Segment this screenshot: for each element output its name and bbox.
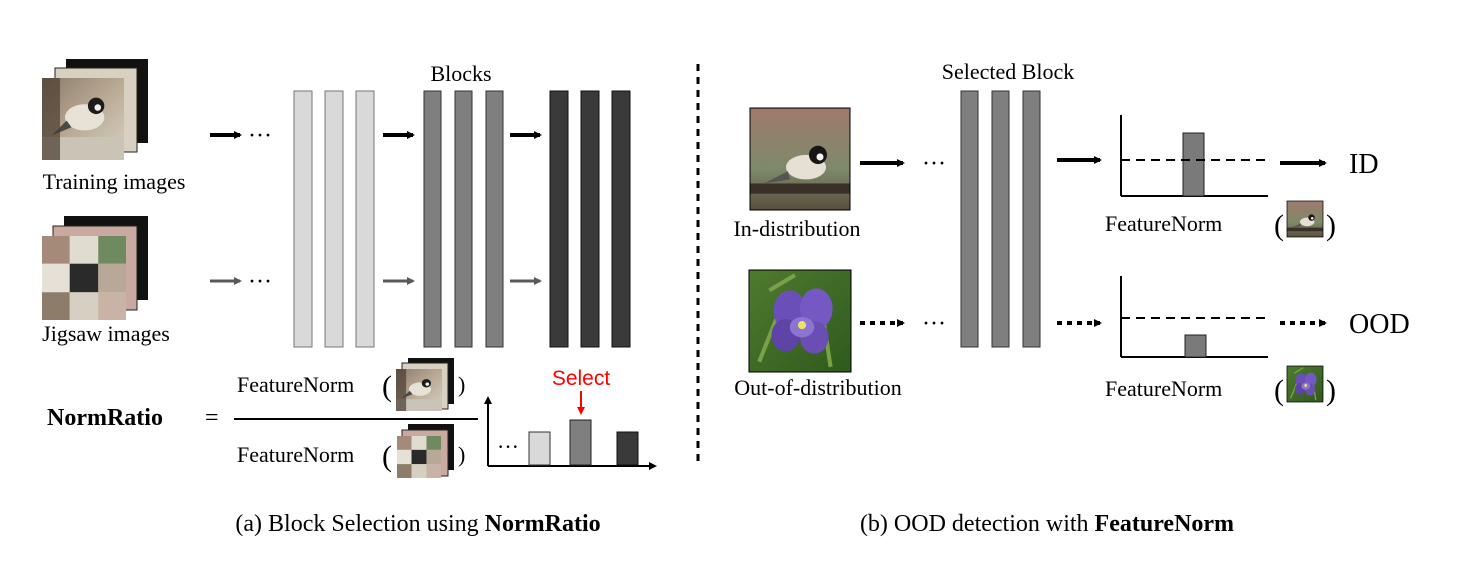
id-open-paren: (	[1274, 209, 1284, 242]
block-mid-3	[485, 90, 504, 348]
selected-block-1	[960, 90, 979, 348]
normratio-label: NormRatio	[47, 405, 163, 431]
chart-ellipsis: ···	[497, 434, 519, 459]
bar-dark-block	[616, 431, 639, 466]
in-distribution-label: In-distribution	[733, 216, 860, 241]
ood-ellipsis: ···	[922, 311, 946, 337]
ood-open-paren: (	[1274, 374, 1284, 407]
selected-block-label: Selected Block	[942, 59, 1075, 84]
block-light-3	[355, 90, 375, 348]
numerator-featurenorm: FeatureNorm	[237, 372, 354, 397]
ood-featurenorm-chart	[1120, 276, 1268, 358]
selected-block-group	[960, 90, 1041, 348]
dark-block-group	[549, 90, 631, 348]
select-label: Select	[552, 367, 611, 390]
denominator-featurenorm: FeatureNorm	[237, 442, 354, 467]
ood-output-label: OOD	[1349, 309, 1410, 340]
selected-block-3	[1022, 90, 1041, 348]
light-block-group	[293, 90, 375, 348]
in-distribution-image	[749, 107, 851, 211]
caption-a: (a) Block Selection using NormRatio	[235, 511, 600, 537]
jigsaw-ellipsis: ···	[248, 269, 272, 295]
jigsaw-image	[42, 236, 126, 320]
caption-b-bold: FeatureNorm	[1095, 511, 1235, 537]
caption-b: (b) OOD detection with FeatureNorm	[860, 511, 1234, 537]
caption-a-bold: NormRatio	[485, 511, 601, 537]
block-dark-1	[549, 90, 569, 348]
out-of-distribution-label: Out-of-distribution	[734, 375, 901, 400]
ood-featurenorm-thumbnail	[1286, 365, 1324, 403]
bar-mid-block	[569, 419, 592, 466]
block-light-1	[293, 90, 313, 348]
jigsaw-images-label: Jigsaw images	[42, 321, 170, 346]
out-of-distribution-image	[749, 270, 851, 372]
numerator-training-thumbnail	[396, 358, 454, 411]
jigsaw-image-stack	[42, 216, 148, 320]
id-output-label: ID	[1349, 149, 1379, 180]
selected-block-2	[991, 90, 1010, 348]
training-ellipsis: ···	[248, 123, 272, 149]
bar-light-block	[528, 431, 551, 466]
block-dark-2	[580, 90, 600, 348]
normratio-bar-chart: ··· Select	[484, 367, 657, 470]
training-images-label: Training images	[43, 169, 186, 194]
id-featurenorm-bar	[1182, 132, 1205, 197]
ood-featurenorm-bar	[1184, 334, 1207, 358]
ood-close-paren: )	[1326, 374, 1336, 407]
ood-featurenorm-label: FeatureNorm	[1105, 376, 1222, 401]
caption-b-prefix: (b) OOD detection with	[860, 511, 1095, 537]
training-image-stack	[42, 59, 148, 160]
block-mid-2	[454, 90, 473, 348]
block-dark-3	[611, 90, 631, 348]
caption-a-prefix: (a) Block Selection using	[235, 511, 484, 537]
training-bird-image	[42, 78, 124, 160]
denominator-close-paren: )	[458, 442, 465, 467]
denominator-jigsaw-thumbnail	[397, 424, 454, 478]
id-featurenorm-thumbnail	[1286, 200, 1324, 238]
block-mid-1	[423, 90, 442, 348]
id-featurenorm-chart	[1120, 115, 1268, 197]
block-light-2	[324, 90, 344, 348]
numerator-open-paren: (	[382, 370, 392, 403]
id-ellipsis: ···	[922, 151, 946, 177]
blocks-label: Blocks	[430, 61, 491, 86]
equals-sign: =	[205, 405, 219, 431]
id-featurenorm-label: FeatureNorm	[1105, 211, 1222, 236]
denominator-open-paren: (	[382, 440, 392, 473]
id-close-paren: )	[1326, 209, 1336, 242]
numerator-close-paren: )	[458, 372, 465, 397]
mid-block-group	[423, 90, 504, 348]
